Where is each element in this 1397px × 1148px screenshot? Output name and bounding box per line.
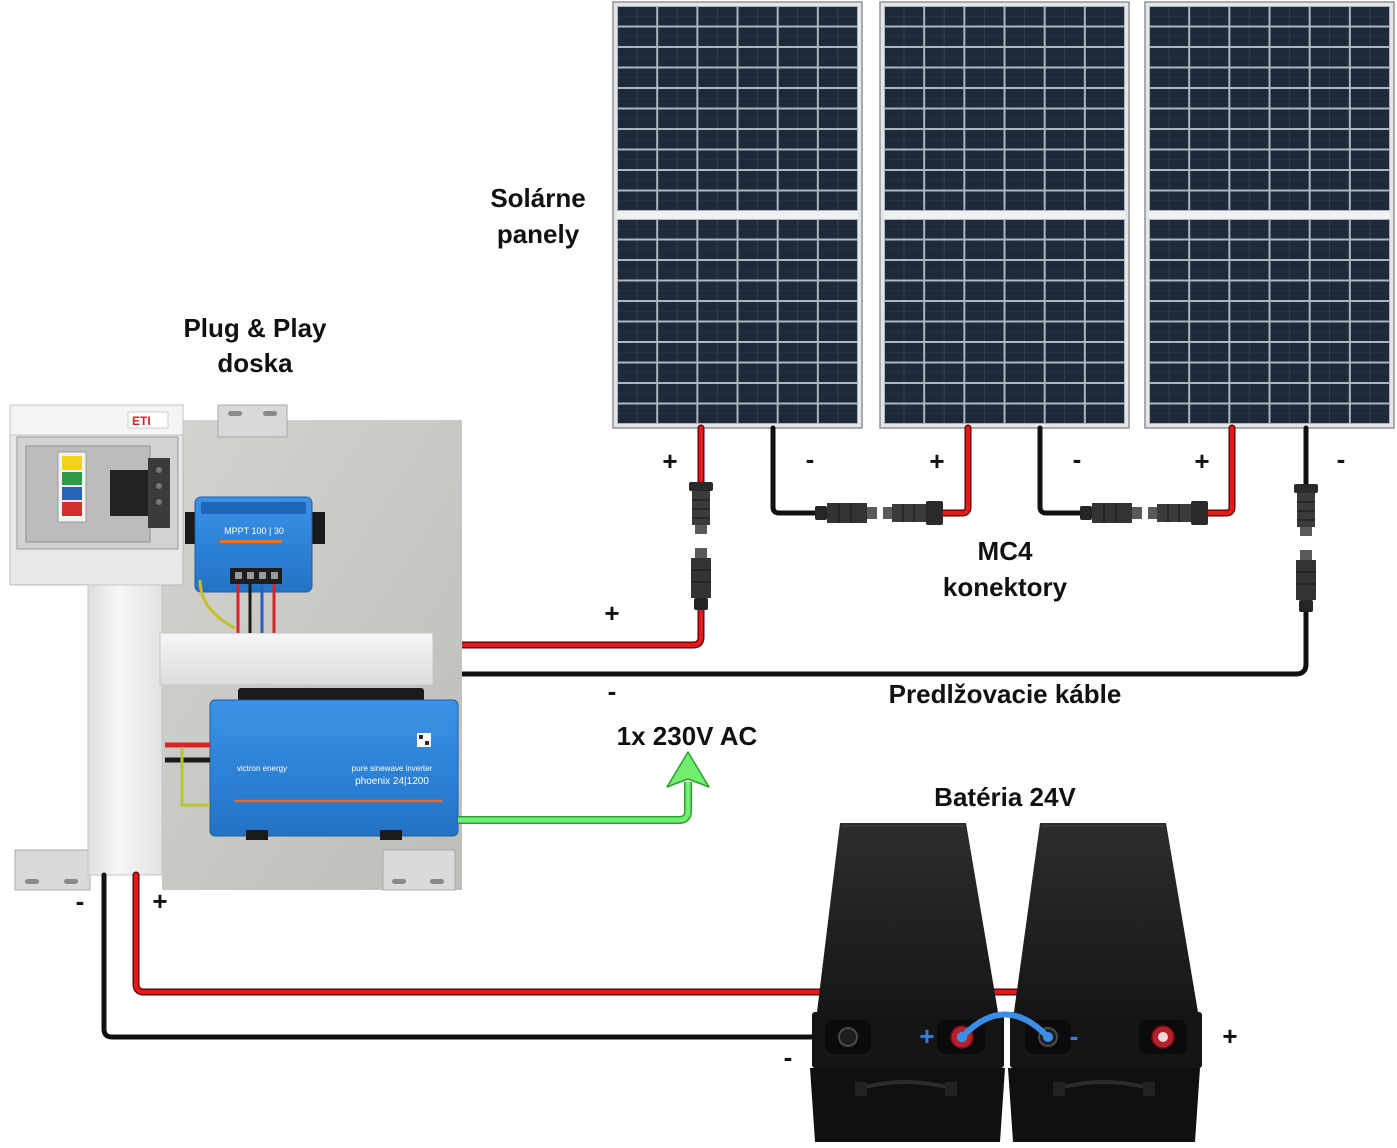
inverter: victron energy pure sinewave inverter ph…	[165, 688, 459, 840]
board-negative-sign: -	[76, 886, 85, 916]
panel-1-negative-sign: -	[806, 444, 815, 474]
inverter-type: pure sinewave inverter	[352, 764, 433, 773]
cable-duct-vertical	[87, 584, 163, 876]
panel-2-negative-sign: -	[1073, 444, 1082, 474]
ac-output-label: 1x 230V AC	[617, 721, 758, 751]
mounting-bracket-bottom-right	[382, 849, 456, 891]
battery-2-negative-sign: -	[1070, 1021, 1079, 1051]
panel-1-negative-wire	[770, 425, 818, 516]
solar-panels-label-line-1: Solárne	[490, 183, 585, 213]
battery-cable-negative	[101, 872, 851, 1040]
extension-cables-label: Predlžovacie káble	[889, 679, 1122, 709]
warning-sticker	[62, 456, 82, 470]
solar-panel-3	[1144, 1, 1395, 429]
battery-series-bridge	[957, 1011, 1053, 1042]
board-label-line-1: Plug & Play	[183, 313, 327, 343]
mc4-label-line-1: MC4	[978, 536, 1033, 566]
extension-cable-positive	[429, 606, 705, 649]
cable-duct-horizontal	[159, 632, 434, 686]
mc4-connector-vertical-1	[689, 482, 713, 610]
board-positive-sign: +	[152, 886, 167, 916]
panel-3-negative-sign: -	[1337, 444, 1346, 474]
battery-2	[1008, 823, 1202, 1142]
inverter-brand: victron energy	[237, 764, 287, 773]
extension-cable-negative	[430, 609, 1309, 677]
board-label-line-2: doska	[217, 348, 293, 378]
inverter-model: phoenix 24|1200	[355, 776, 429, 787]
charge-controller-model: MPPT 100 | 30	[224, 526, 284, 536]
info-sticker-green	[62, 472, 82, 485]
charge-controller-wires	[198, 579, 276, 633]
panel-3-positive-sign: +	[1194, 446, 1209, 476]
battery-bank-positive-sign: +	[1222, 1021, 1237, 1051]
info-sticker-red	[62, 502, 82, 516]
plug-and-play-board: ETI MPPT 100 | 30	[9, 404, 462, 891]
mc4-connector-vertical-2	[1294, 484, 1318, 612]
battery-label: Batéria 24V	[934, 782, 1076, 812]
battery-1-negative-terminal	[838, 1027, 858, 1047]
panel-2-positive-sign: +	[929, 446, 944, 476]
mc4-connector-horizontal-1	[815, 501, 943, 525]
extension-negative-sign: -	[608, 676, 617, 706]
info-sticker-blue	[62, 487, 82, 500]
panel-2-positive-wire	[939, 424, 972, 517]
panel-2-negative-wire	[1037, 425, 1083, 516]
inverter-dc-wires	[165, 742, 210, 807]
ac-output-arrow	[458, 751, 710, 824]
mppt-charge-controller: MPPT 100 | 30	[185, 496, 325, 633]
breaker-enclosure: ETI	[9, 404, 184, 586]
battery-bank-negative-sign: -	[784, 1042, 793, 1072]
solar-panel-2	[879, 1, 1130, 429]
panel-wiring	[697, 424, 1309, 517]
panel-1-positive-sign: +	[662, 446, 677, 476]
mounting-bracket-top	[217, 404, 288, 438]
solar-panel-1	[612, 1, 863, 429]
battery-1	[810, 823, 1005, 1142]
mc4-label-line-2: konektory	[943, 572, 1068, 602]
extension-cables	[429, 606, 1309, 677]
mc4-connector-horizontal-2	[1080, 501, 1208, 525]
extension-positive-sign: +	[604, 598, 619, 628]
enclosure-brand-logo: ETI	[132, 414, 151, 428]
mounting-bracket-bottom-left	[14, 849, 91, 891]
circuit-breaker	[110, 470, 150, 516]
battery-1-positive-sign: +	[919, 1021, 934, 1051]
solar-panels-label-line-2: panely	[497, 219, 580, 249]
panel-3-positive-wire	[1204, 424, 1236, 517]
